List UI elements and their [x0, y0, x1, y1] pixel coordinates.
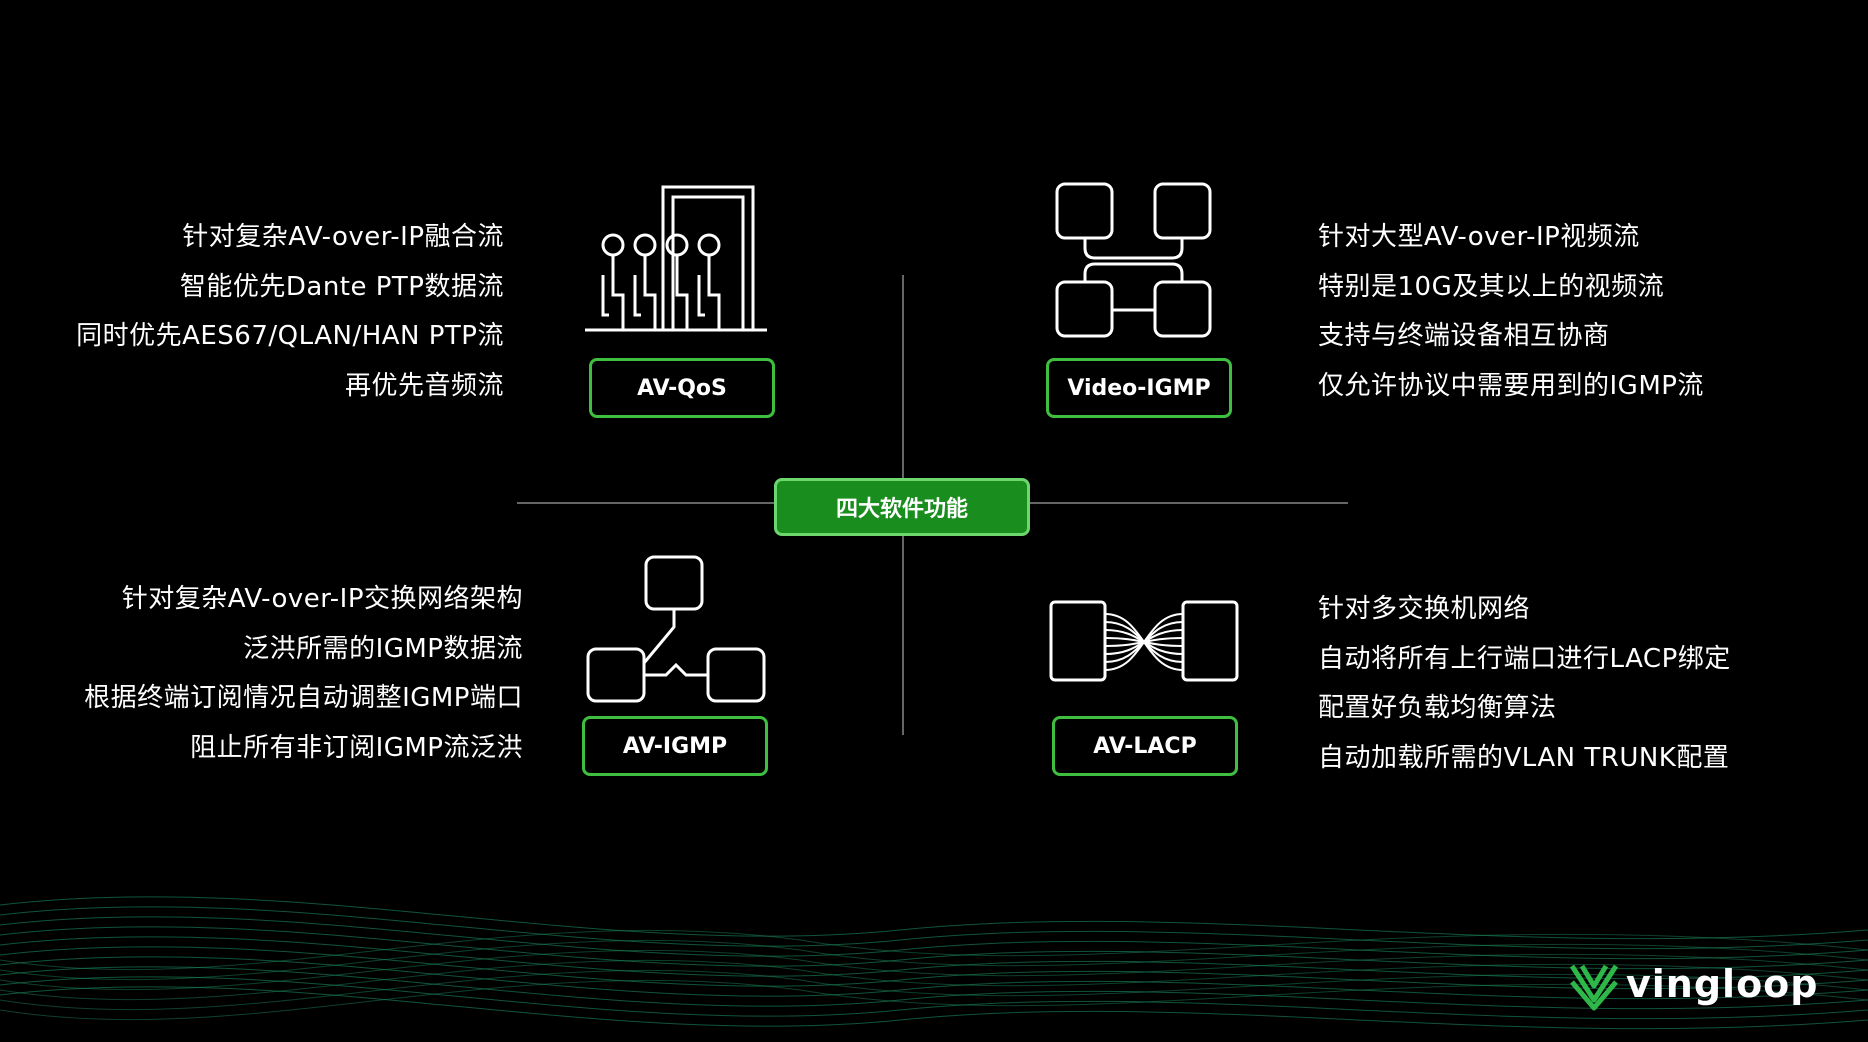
qos-description: 针对复杂AV-over-IP融合流 智能优先Dante PTP数据流 同时优先A… — [76, 213, 504, 411]
description-line: 再优先音频流 — [344, 370, 504, 401]
description-line: 针对大型AV-over-IP视频流 — [1318, 222, 1640, 252]
description-line: 针对复杂AV-over-IP交换网络架构 — [121, 584, 523, 614]
description-line: 自动加载所需的VLAN TRUNK配置 — [1318, 742, 1730, 773]
description-line: 根据终端订阅情况自动调整IGMP端口 — [84, 683, 523, 713]
label-av-igmp: AV-IGMP — [582, 716, 768, 776]
av-igmp-description: 针对复杂AV-over-IP交换网络架构 泛洪所需的IGMP数据流 根据终端订阅… — [84, 575, 523, 773]
description-line: 智能优先Dante PTP数据流 — [179, 271, 504, 302]
description-line: 自动将所有上行端口进行LACP绑定 — [1318, 643, 1731, 674]
logo-text: vingloop — [1626, 962, 1819, 1006]
description-line: 仅允许协议中需要用到的IGMP流 — [1318, 370, 1704, 401]
description-line: 针对复杂AV-over-IP融合流 — [182, 222, 504, 252]
vingloop-logo-icon — [1569, 964, 1619, 1011]
description-line: 同时优先AES67/QLAN/HAN PTP流 — [76, 321, 504, 351]
link-aggregation-icon — [1049, 600, 1239, 682]
description-line: 特别是10G及其以上的视频流 — [1318, 271, 1665, 302]
center-title-badge: 四大软件功能 — [774, 478, 1030, 536]
description-line: 支持与终端设备相互协商 — [1318, 321, 1610, 351]
av-lacp-description: 针对多交换机网络 自动将所有上行端口进行LACP绑定 配置好负载均衡算法 自动加… — [1318, 585, 1731, 783]
description-line: 泛洪所需的IGMP数据流 — [243, 633, 523, 664]
description-line: 阻止所有非订阅IGMP流泛洪 — [190, 732, 523, 763]
label-video-igmp: Video-IGMP — [1046, 358, 1232, 418]
label-av-qos: AV-QoS — [589, 358, 775, 418]
description-line: 针对多交换机网络 — [1318, 594, 1531, 624]
qos-priority-icon — [585, 185, 767, 332]
network-topology-icon — [1055, 182, 1212, 338]
video-igmp-description: 针对大型AV-over-IP视频流 特别是10G及其以上的视频流 支持与终端设备… — [1318, 213, 1704, 411]
description-line: 配置好负载均衡算法 — [1318, 693, 1557, 723]
switch-tree-icon — [586, 555, 766, 703]
label-av-lacp: AV-LACP — [1052, 716, 1238, 776]
